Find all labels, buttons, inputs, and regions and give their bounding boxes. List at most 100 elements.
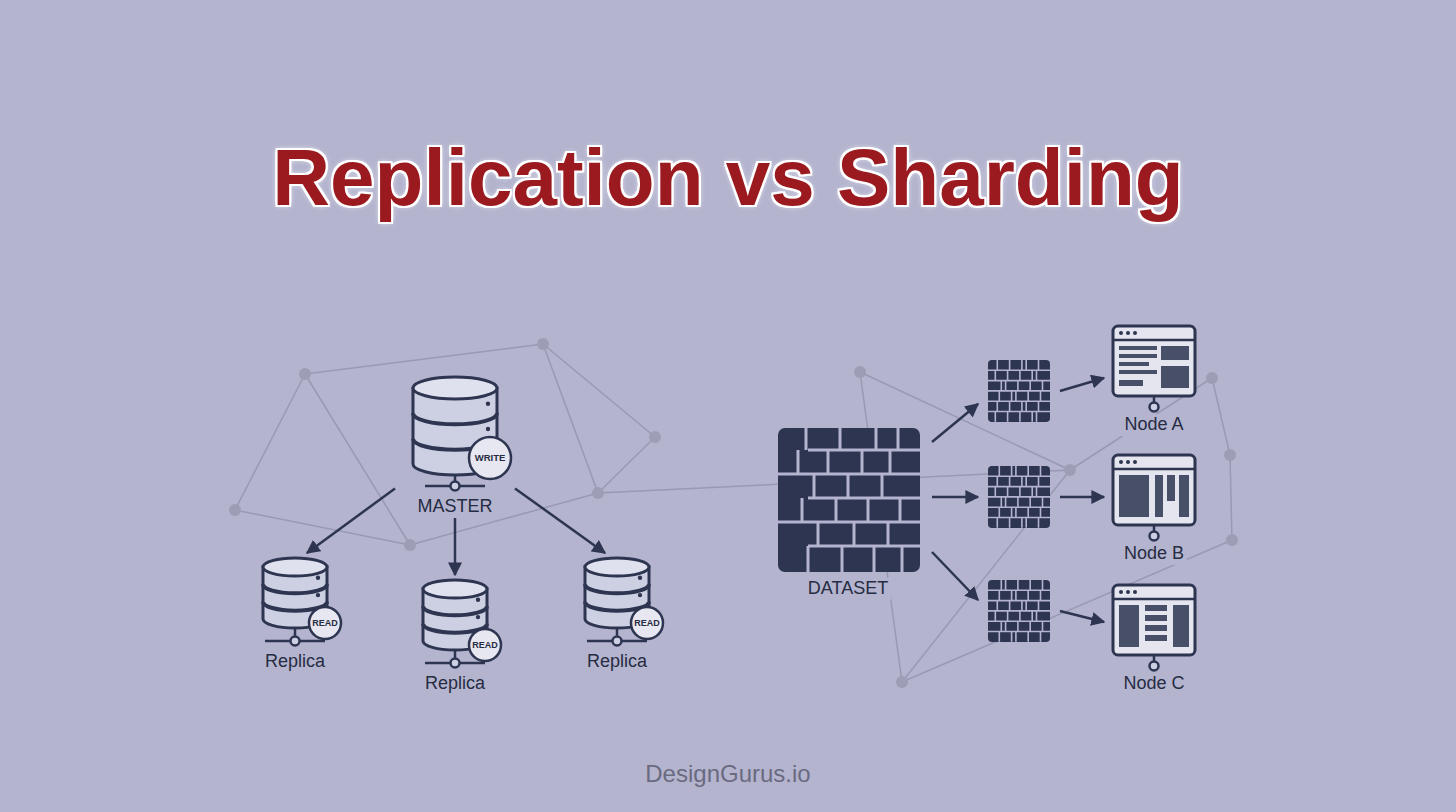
tile-gap	[1007, 412, 1009, 422]
tile-gap	[998, 507, 1000, 517]
cylinder-top	[413, 377, 497, 399]
tile-gap	[1009, 476, 1011, 486]
window-bar	[1113, 598, 1195, 601]
tile-gap	[998, 590, 1000, 600]
tile-gap	[1007, 611, 1009, 621]
cylinder-band	[263, 584, 327, 593]
tile-gap	[1038, 476, 1040, 486]
tile-gap	[1005, 621, 1007, 631]
tile-gap	[1042, 621, 1044, 631]
server-node: Node B	[1105, 453, 1203, 565]
tile-gap	[1025, 401, 1027, 411]
tile-gap	[807, 546, 810, 572]
tile-gap	[1038, 601, 1040, 611]
node-icon	[395, 372, 515, 496]
tile-gap	[998, 391, 1000, 401]
window-content	[1145, 605, 1167, 611]
window-dot	[1133, 460, 1137, 464]
tile-gap	[867, 498, 870, 522]
node-label: Node C	[1120, 673, 1187, 695]
node-label: Replica	[584, 651, 650, 673]
replica-database: READReplica	[405, 575, 505, 695]
tile-gap	[1019, 412, 1021, 422]
status-light	[476, 598, 480, 602]
tile-gap	[1038, 360, 1040, 370]
tile-gap	[1005, 381, 1007, 391]
status-light	[476, 615, 480, 619]
tile-gap	[901, 546, 904, 572]
tile-gap	[861, 450, 864, 474]
tile-gap	[1036, 370, 1038, 380]
tile-gap	[1019, 370, 1021, 380]
shard-tile	[988, 360, 1050, 422]
tile-gap	[1040, 391, 1042, 401]
tile-gap	[1038, 518, 1040, 528]
window-frame	[1113, 455, 1195, 525]
tile-gap	[1017, 621, 1019, 631]
window-content	[1119, 370, 1157, 374]
tile-gap	[899, 498, 902, 522]
status-light	[486, 402, 490, 406]
network-line	[305, 344, 543, 374]
shard-arrow	[1060, 378, 1104, 391]
node-icon	[768, 424, 928, 578]
tile-gap	[1040, 590, 1042, 600]
tile-gap	[1021, 476, 1023, 486]
tile-gap	[1021, 401, 1023, 411]
tile-gap	[996, 360, 998, 370]
shard-arrow	[1060, 496, 1104, 499]
tile-gap	[1009, 518, 1011, 528]
shard-block	[988, 580, 1050, 642]
badge-circle	[631, 607, 663, 639]
tile-gap	[1036, 412, 1038, 422]
tile-gap	[1042, 381, 1044, 391]
window-content	[1161, 366, 1189, 388]
role-badge: READ	[312, 619, 338, 628]
node-label: DATASET	[805, 578, 891, 600]
shard-block	[988, 360, 1050, 422]
network-line	[1230, 455, 1232, 540]
network-port	[291, 637, 300, 646]
network-line	[235, 374, 305, 510]
tile-gap	[998, 466, 1000, 476]
window-content	[1119, 346, 1157, 350]
network-line	[543, 344, 655, 437]
tile-gap	[817, 522, 820, 546]
tile-gap	[1009, 601, 1011, 611]
tile-gap	[827, 450, 830, 474]
network-port	[1150, 532, 1159, 541]
tile-gap	[1029, 621, 1031, 631]
tile-gap	[1031, 611, 1033, 621]
window-content	[1119, 362, 1149, 366]
tile-gap	[853, 522, 856, 546]
network-dot	[854, 366, 866, 378]
tile-gap	[897, 428, 900, 450]
window-dot	[1119, 460, 1123, 464]
tile-gap	[1015, 391, 1017, 401]
network-dot	[229, 504, 241, 516]
replica-database: READReplica	[567, 553, 667, 673]
network-port	[1150, 662, 1159, 671]
node-icon	[405, 575, 505, 673]
network-dot	[1064, 464, 1076, 476]
shard-arrow	[932, 552, 978, 600]
window-content	[1173, 605, 1189, 647]
tile-gap	[808, 449, 920, 452]
network-dot	[1206, 372, 1218, 384]
window-content	[1119, 605, 1139, 647]
window-content	[1167, 475, 1175, 501]
server-node: Node C	[1105, 583, 1203, 695]
tile-gap	[988, 496, 1050, 498]
tile-gap	[988, 380, 1050, 382]
network-port	[613, 637, 622, 646]
window-frame	[1113, 326, 1195, 396]
tile-gap	[1017, 381, 1019, 391]
tile-gap	[801, 498, 804, 522]
server-node: Node A	[1105, 324, 1203, 436]
tile-gap	[1027, 466, 1029, 476]
tile-gap	[1005, 497, 1007, 507]
tile-gap	[1031, 412, 1033, 422]
cylinder-top	[585, 558, 649, 576]
tile-gap	[887, 522, 890, 546]
node-label: Node B	[1121, 543, 1187, 565]
